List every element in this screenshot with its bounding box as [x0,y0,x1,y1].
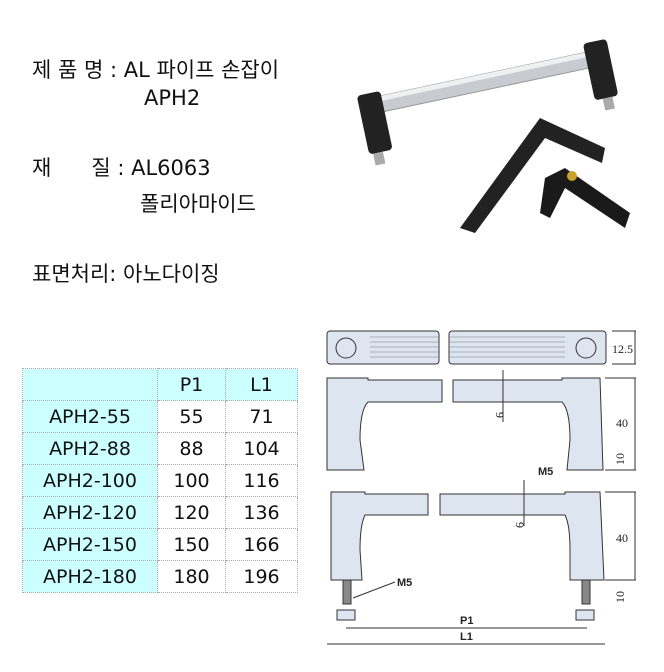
l1-cell: 196 [225,560,298,593]
table-header-row: P1 L1 [22,368,298,401]
p1-cell: 150 [157,528,226,561]
dim-40-b: 40 [616,531,628,545]
l1-label: L1 [460,631,473,643]
dim-10-a: 10 [613,453,627,465]
model-cell: APH2-180 [22,560,158,593]
header-p1: P1 [157,368,226,401]
l1-cell: 71 [225,400,298,433]
l1-cell: 116 [225,464,298,497]
model-cell: APH2-100 [22,464,158,497]
p1-cell: 100 [157,464,226,497]
model-cell: APH2-88 [22,432,158,465]
product-model: APH2 [144,86,201,110]
thread-label-b: M5 [397,577,412,589]
header-cell [22,368,158,401]
p1-label: P1 [460,615,473,627]
model-cell: APH2-55 [22,400,158,433]
material-2: 폴리아마이드 [140,192,256,216]
model-cell: APH2-120 [22,496,158,529]
dim-9-b: 9 [513,522,527,528]
front-view-stud: 9 40 10 M5 P1 L1 [327,480,636,645]
l1-cell: 166 [225,528,298,561]
product-photo [357,39,630,233]
p1-cell: 55 [157,400,226,433]
thread-label-a: M5 [538,466,553,478]
dim-10-b: 10 [613,591,627,603]
dim-12-5: 12.5 [612,342,633,356]
surface-treatment: 표면처리: 아노다이징 [32,262,220,286]
model-cell: APH2-150 [22,528,158,561]
front-view-internal-thread: 9 40 10 M5 [326,370,636,478]
l1-cell: 136 [225,496,298,529]
technical-drawing: 12.5 9 40 10 M5 9 40 10 M5 P1 L1 [326,330,636,645]
l1-cell: 104 [225,432,298,465]
header-l1: L1 [225,368,298,401]
product-name: 제 품 명 : AL 파이프 손잡이 [32,58,280,82]
material: 재 질 : AL6063 [32,156,211,180]
dim-40-a: 40 [616,416,628,430]
p1-cell: 180 [157,560,226,593]
dim-9-a: 9 [493,412,507,418]
p1-cell: 88 [157,432,226,465]
p1-cell: 120 [157,496,226,529]
top-view: 12.5 [326,330,636,365]
